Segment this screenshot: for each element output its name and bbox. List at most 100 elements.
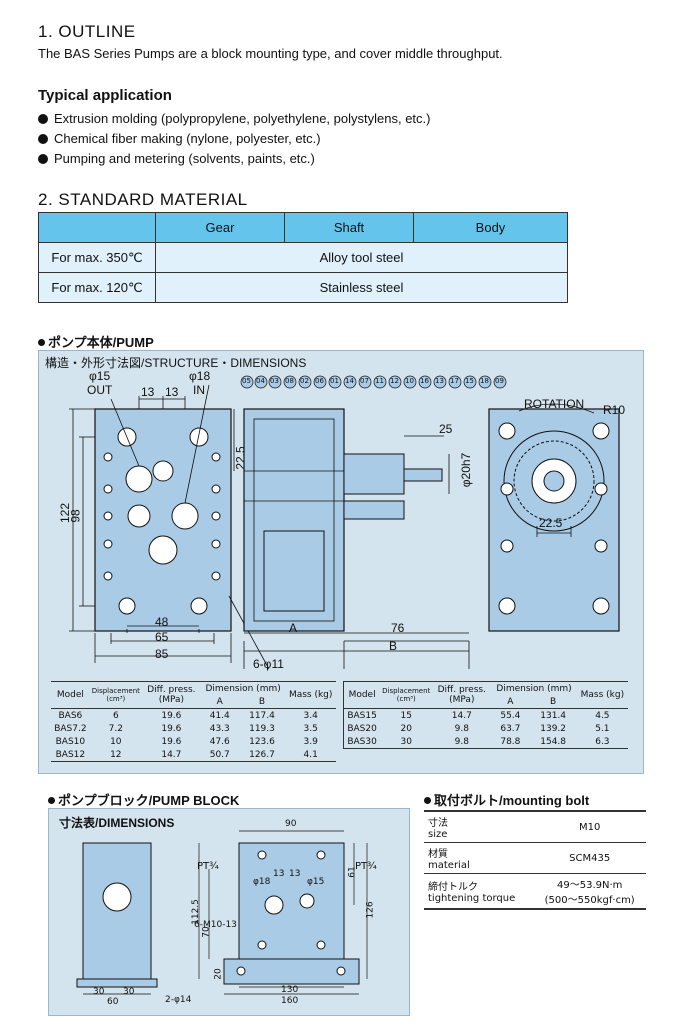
block-dim-15: φ15 xyxy=(307,877,325,887)
outline-heading: 1. OUTLINE xyxy=(38,22,136,41)
dim-in-dia: φ18 xyxy=(189,369,211,383)
dim-25: 25 xyxy=(439,422,453,436)
dim-20h7: φ20h7 xyxy=(459,452,474,488)
dim-holes: 6-φ11 xyxy=(253,657,284,671)
material-header-gear: Gear xyxy=(155,212,285,243)
block-dim-13-a: 13 xyxy=(273,869,285,879)
block-screws: 6-M10-13 xyxy=(194,920,237,930)
part-balloons xyxy=(240,375,507,389)
dim-48: 48 xyxy=(155,615,169,629)
spec-header-dimension: Dimension (mm) xyxy=(496,683,572,694)
spec-header-a: A xyxy=(491,695,530,709)
spec-header-diffpress: Diff. press. (MPa) xyxy=(432,681,492,709)
rotation-label: ROTATION xyxy=(524,397,585,411)
spec-header-model: Model xyxy=(343,681,381,709)
spec-header-b: B xyxy=(238,695,286,709)
pump-drawing xyxy=(69,375,620,670)
dim-b: B xyxy=(389,639,398,653)
dim-13-b: 13 xyxy=(165,385,179,399)
spec-header-row: Model Displacement (cm³) Diff. press. (M… xyxy=(51,681,336,709)
block-pt-left: PT¾ xyxy=(197,861,219,872)
typical-heading: Typical application xyxy=(38,87,172,104)
block-dim-61: 61 xyxy=(347,866,358,878)
block-dim-13-b: 13 xyxy=(289,869,301,879)
pump-panel: 構造・外形寸法図/STRUCTURE・DIMENSIONS xyxy=(38,350,644,774)
material-row: For max. 120℃ Stainless steel xyxy=(38,272,568,303)
material-table: Gear Shaft Body For max. 350℃ Alloy tool… xyxy=(38,212,568,303)
spec-header-displacement: Displacement (cm³) xyxy=(380,681,433,709)
pump-subtitle: 構造・外形寸法図/STRUCTURE・DIMENSIONS xyxy=(45,356,307,370)
block-subtitle: 寸法表/DIMENSIONS xyxy=(59,816,175,830)
pump-title: ポンプ本体/PUMP xyxy=(38,332,154,351)
block-dim-20: 20 xyxy=(213,968,224,980)
block-dim-160: 160 xyxy=(281,996,299,1006)
block-dim-30-a: 30 xyxy=(93,987,105,997)
dim-65: 65 xyxy=(155,630,169,644)
spec-subheader-row: A B xyxy=(51,695,336,709)
spec-header-diffpress: Diff. press. (MPa) xyxy=(141,681,201,709)
block-dim-90: 90 xyxy=(285,819,297,829)
bolt-value: 49～53.9N·m(500～550kgf·cm) xyxy=(544,880,635,906)
dim-98: 98 xyxy=(68,509,83,523)
dim-in: IN xyxy=(193,383,205,397)
material-row-value: Alloy tool steel xyxy=(155,242,568,273)
bolt-title: 取付ボルト/mounting bolt xyxy=(424,790,589,809)
block-dim-60: 60 xyxy=(107,997,119,1007)
material-row: For max. 350℃ Alloy tool steel xyxy=(38,242,568,273)
spec-header-displacement: Displacement (cm³) xyxy=(89,681,142,709)
material-row-label: For max. 350℃ xyxy=(38,242,156,273)
dim-22-5-h: 22.5 xyxy=(539,516,563,530)
block-panel: 寸法表/DIMENSIONS 90 PT¾ PT¾ 13 13 φ18 φ15 … xyxy=(48,808,410,1016)
bullet-icon xyxy=(38,154,48,164)
material-heading: 2. STANDARD MATERIAL xyxy=(38,190,248,209)
block-pt-right: PT¾ xyxy=(355,861,377,872)
bullet-icon xyxy=(38,339,45,346)
typical-item-1: Extrusion molding (polypropylene, polyet… xyxy=(38,111,430,126)
dim-out: OUT xyxy=(87,383,113,397)
spec-header-mass: Mass (kg) xyxy=(285,681,336,709)
dim-13-a: 13 xyxy=(141,385,155,399)
spec-header-a: A xyxy=(200,695,239,709)
spec-header-mass: Mass (kg) xyxy=(576,681,628,709)
material-row-value: Stainless steel xyxy=(155,272,568,303)
dim-76: 76 xyxy=(391,621,405,635)
block-holes: 2-φ14 xyxy=(165,995,192,1005)
pump-spec-table-right: Model Displacement (cm³) Diff. press. (M… xyxy=(343,681,628,749)
block-title: ポンプブロック/PUMP BLOCK xyxy=(48,790,239,809)
block-dim-18: φ18 xyxy=(253,877,271,887)
dim-22-5-v: 22.5 xyxy=(233,446,248,470)
dim-out-dia: φ15 xyxy=(89,369,111,383)
bullet-icon xyxy=(38,114,48,124)
material-header-shaft: Shaft xyxy=(284,212,414,243)
bullet-icon xyxy=(38,134,48,144)
block-drawing xyxy=(76,830,368,995)
material-row-label: For max. 120℃ xyxy=(38,272,156,303)
outline-text: The BAS Series Pumps are a block mountin… xyxy=(38,46,503,61)
dim-a: A xyxy=(289,621,298,635)
bolt-value: SCM435 xyxy=(569,852,611,864)
dim-r10: R10 xyxy=(603,403,626,417)
spec-subheader-row: A B xyxy=(344,695,629,709)
spec-header-row: Model Displacement (cm³) Diff. press. (M… xyxy=(343,681,628,709)
material-header-row: Gear Shaft Body xyxy=(38,212,568,243)
bullet-icon xyxy=(424,797,431,804)
spec-header-model: Model xyxy=(51,681,90,709)
spec-header-b: B xyxy=(529,695,577,709)
typical-item-3: Pumping and metering (solvents, paints, … xyxy=(38,151,315,166)
material-header-empty xyxy=(38,212,156,243)
block-dim-30-b: 30 xyxy=(123,987,135,997)
spec-header-dimension: Dimension (mm) xyxy=(205,683,281,694)
